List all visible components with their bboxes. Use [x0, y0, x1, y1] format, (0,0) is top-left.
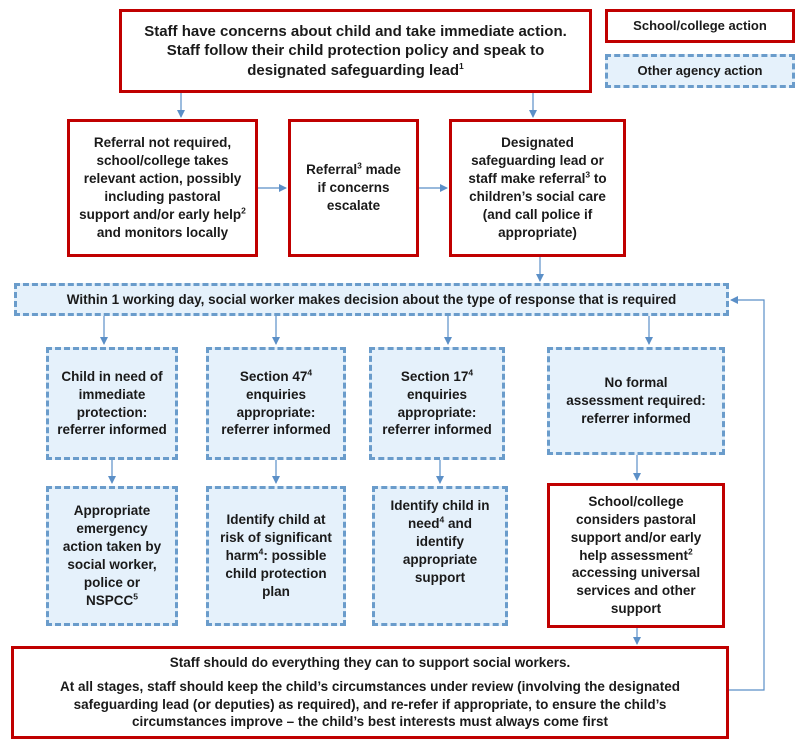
support-social-workers-box: Staff should do everything they can to s… — [11, 646, 729, 739]
staff-concerns-box: Staff have concerns about child and take… — [119, 9, 592, 93]
significant-harm-box: Identify child at risk of significant ha… — [206, 486, 346, 626]
legend-school-action: School/college action — [605, 9, 795, 43]
referral-if-escalate-box: Referral3 made if concerns escalate — [288, 119, 419, 257]
dsl-referral-box: Designated safeguarding lead or staff ma… — [449, 119, 626, 257]
arrow-bottom-loop-to-decision — [729, 296, 765, 691]
staff-concerns-text: Staff have concerns about child and take… — [144, 23, 567, 79]
child-in-need-box: Identify child in need4 and identify app… — [372, 486, 508, 626]
referral-not-required-box: Referral not required, school/college ta… — [67, 119, 258, 257]
support-line-1: Staff should do everything they can to s… — [169, 655, 571, 671]
footnote-1: 1 — [458, 60, 464, 71]
social-worker-decision-bar: Within 1 working day, social worker make… — [14, 283, 729, 316]
no-formal-assessment-box: No formal assessment required: referrer … — [547, 347, 725, 455]
school-considers-support-box: School/college considers pastoral suppor… — [547, 483, 725, 628]
section-47-box: Section 474 enquiries appropriate: refer… — [206, 347, 346, 460]
legend-other-agency-action: Other agency action — [605, 54, 795, 88]
section-17-box: Section 174 enquiries appropriate: refer… — [369, 347, 505, 460]
emergency-action-box: Appropriate emergency action taken by so… — [46, 486, 178, 626]
immediate-protection-box: Child in need of immediate protection: r… — [46, 347, 178, 460]
support-line-2: At all stages, staff should keep the chi… — [60, 678, 680, 730]
